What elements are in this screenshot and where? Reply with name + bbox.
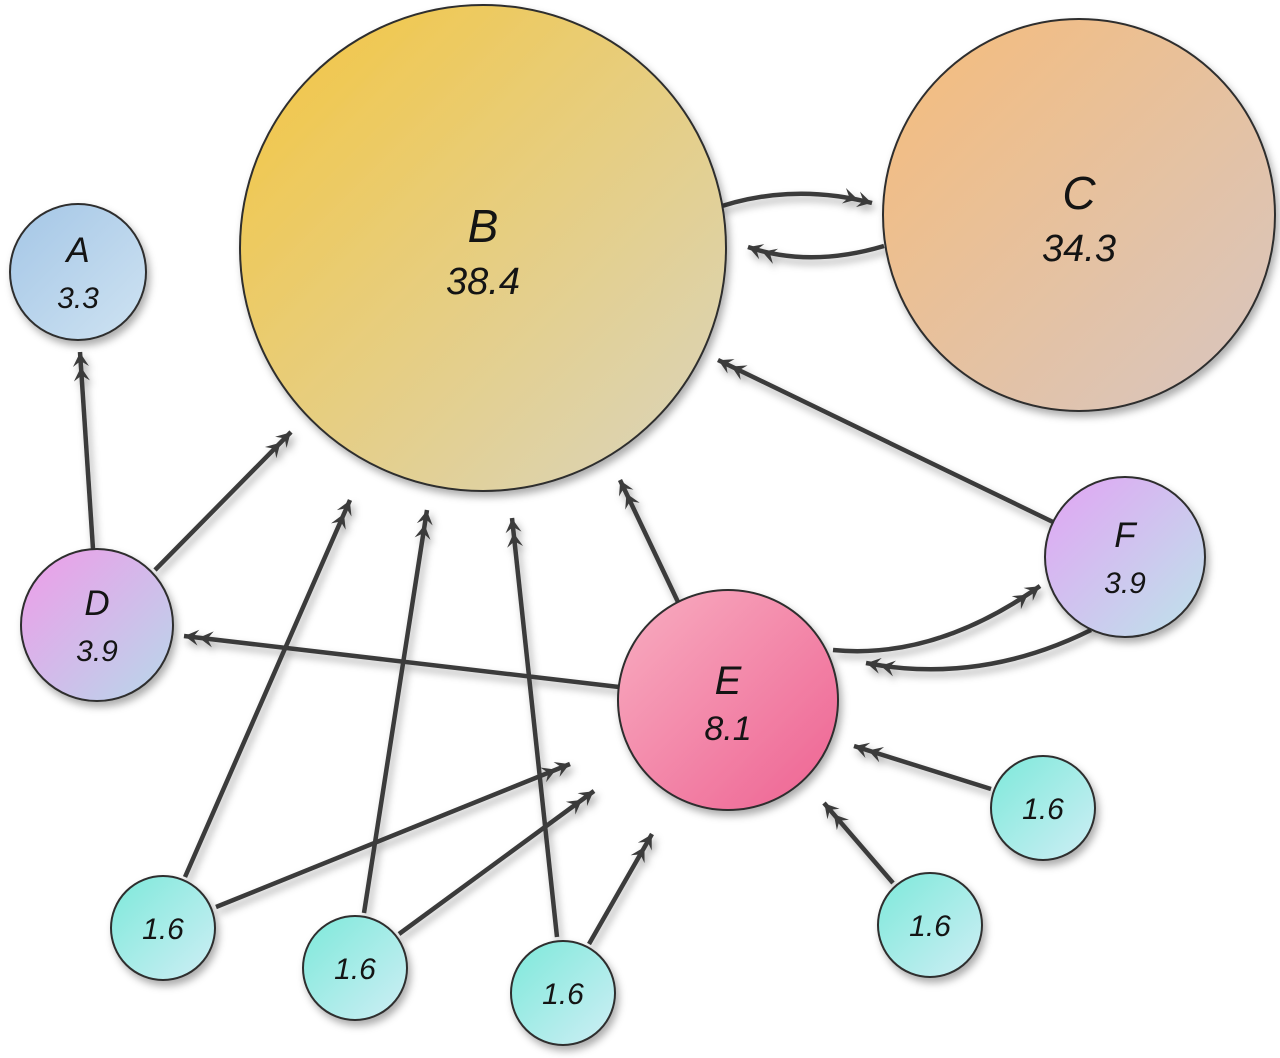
node-label-E: E	[715, 659, 743, 703]
node-C: C 34.3	[882, 18, 1276, 412]
edge-F-to-B	[717, 357, 1054, 525]
node-label-B: B	[468, 200, 499, 252]
edges-layer	[72, 187, 1092, 946]
node-p4: 1.6	[877, 872, 983, 978]
node-p3: 1.6	[510, 940, 616, 1046]
edge-p4-to-E	[822, 801, 895, 885]
node-value-A: 3.3	[57, 282, 99, 315]
node-p1: 1.6	[110, 875, 216, 981]
edge-p2-to-B	[361, 509, 433, 914]
nodes-layer: A 3.3 B 38.4 C 34.3D 3.9E 8.1 F 3.9 1.6 1.6 1.6 1.6 1.…	[9, 4, 1276, 1046]
node-value-D: 3.9	[76, 635, 118, 668]
node-value-E: 8.1	[704, 710, 751, 748]
node-circle-p4	[877, 872, 983, 978]
node-circle-p5	[990, 755, 1096, 861]
node-p2: 1.6	[302, 915, 408, 1021]
node-value-p4: 1.6	[909, 910, 951, 943]
node-circle-C	[882, 18, 1276, 412]
edge-D-to-A	[72, 351, 96, 550]
edge-D-to-B	[153, 430, 293, 572]
node-D: D 3.9	[20, 548, 174, 702]
edge-E-to-B	[617, 479, 681, 603]
node-label-D: D	[84, 584, 109, 623]
node-value-B: 38.4	[446, 261, 520, 303]
node-circle-E	[617, 589, 839, 811]
edge-E-to-F	[832, 584, 1042, 654]
node-E: E 8.1	[617, 589, 839, 811]
node-value-p2: 1.6	[334, 953, 376, 986]
node-circle-p3	[510, 940, 616, 1046]
edge-p2-to-E	[397, 789, 596, 936]
edge-p3-to-E	[587, 832, 654, 946]
node-F: F 3.9	[1044, 476, 1206, 638]
node-label-C: C	[1062, 167, 1096, 219]
node-circle-p1	[110, 875, 216, 981]
edge-p5-to-E	[853, 742, 992, 792]
node-p5: 1.6	[990, 755, 1096, 861]
node-circle-p2	[302, 915, 408, 1021]
node-circle-A	[9, 203, 147, 341]
edge-F-to-E	[865, 627, 1092, 677]
node-value-F: 3.9	[1104, 567, 1146, 600]
edge-p1-to-B	[182, 499, 353, 878]
node-circle-F	[1044, 476, 1206, 638]
node-value-C: 34.3	[1042, 228, 1116, 270]
edge-p1-to-E	[215, 761, 571, 910]
node-circle-D	[20, 548, 174, 702]
edge-p3-to-B	[505, 517, 560, 938]
node-B: B 38.4	[239, 4, 727, 492]
node-value-p3: 1.6	[542, 978, 584, 1011]
edge-B-to-C	[721, 187, 873, 209]
node-A: A 3.3	[9, 203, 147, 341]
edge-C-to-B	[747, 243, 885, 264]
node-value-p5: 1.6	[1022, 793, 1064, 826]
node-circle-B	[239, 4, 727, 492]
node-label-F: F	[1114, 516, 1138, 555]
node-label-A: A	[64, 231, 89, 270]
node-value-p1: 1.6	[142, 913, 184, 946]
